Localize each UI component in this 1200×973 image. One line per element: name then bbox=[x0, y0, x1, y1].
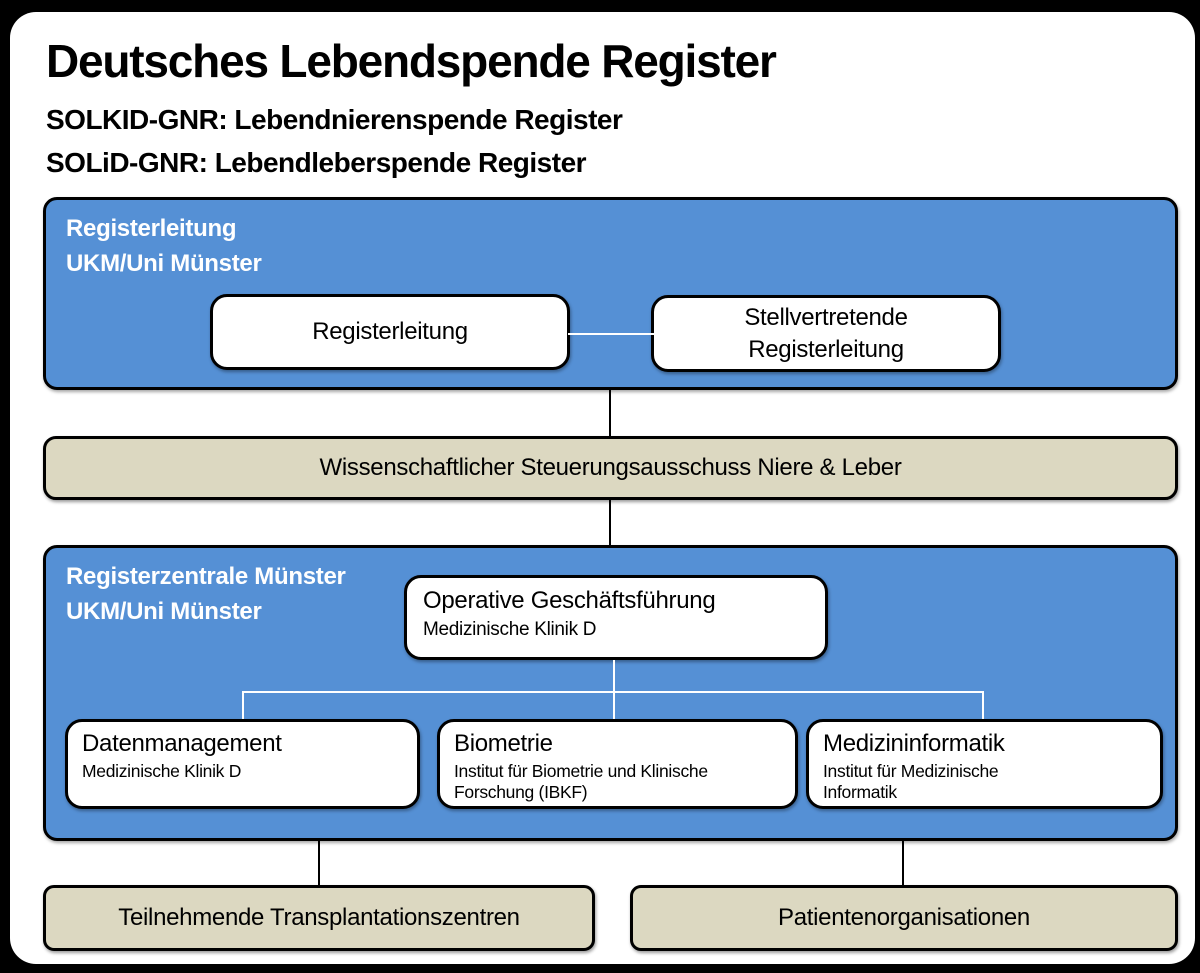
node-biometrie: Biometrie Institut für Biometrie und Kli… bbox=[437, 719, 798, 809]
node-subtitle: Medizinische Klinik D bbox=[423, 619, 597, 640]
steering-committee-bar: Wissenschaftlicher Steuerungsausschuss N… bbox=[43, 436, 1178, 500]
patient-organisations-bar: Patientenorganisationen bbox=[630, 885, 1178, 951]
connector-leadership-steering bbox=[609, 390, 611, 436]
register-center-section-label: Registerzentrale Münster UKM/Uni Münster bbox=[66, 563, 346, 625]
connector-management-stem bbox=[613, 660, 615, 691]
connector-center-transplantzentren bbox=[318, 841, 320, 886]
leadership-section-label: Registerleitung UKM/Uni Münster bbox=[66, 215, 262, 277]
connector-lead-deputy bbox=[568, 333, 654, 335]
node-operative-geschaeftsfuehrung: Operative Geschäftsführung Medizinische … bbox=[404, 575, 828, 660]
register-center-section: Registerzentrale Münster UKM/Uni Münster… bbox=[43, 545, 1178, 841]
node-registerleitung: Registerleitung bbox=[210, 294, 570, 370]
node-title: Biometrie bbox=[454, 730, 553, 757]
transplant-centers-bar: Teilnehmende Transplantationszentren bbox=[43, 885, 595, 951]
node-datenmanagement: Datenmanagement Medizinische Klinik D bbox=[65, 719, 420, 809]
leadership-section: Registerleitung UKM/Uni Münster Register… bbox=[43, 197, 1178, 390]
node-medizininformatik: Medizininformatik Institut für Medizinis… bbox=[806, 719, 1163, 809]
node-title: Operative Geschäftsführung bbox=[423, 587, 716, 614]
node-title: Datenmanagement bbox=[82, 730, 282, 757]
subtitle-solid: SOLiD-GNR: Lebendleberspende Register bbox=[46, 147, 587, 178]
subtitle-solkid: SOLKID-GNR: Lebendnierenspende Register bbox=[46, 104, 623, 135]
node-subtitle: Institut für Biometrie und Klinische For… bbox=[454, 761, 708, 802]
node-title: Medizininformatik bbox=[823, 730, 1005, 757]
connector-center-patientenorganisationen bbox=[902, 841, 904, 886]
node-subtitle: Institut für Medizinische Informatik bbox=[823, 761, 999, 802]
node-stellvertretende-registerleitung: Stellvertretende Registerleitung bbox=[651, 295, 1001, 372]
connector-drop-biometrie bbox=[613, 691, 615, 719]
connector-drop-datenmanagement bbox=[242, 691, 244, 719]
connector-drop-medizininformatik bbox=[982, 691, 984, 719]
page-title: Deutsches Lebendspende Register bbox=[46, 35, 777, 87]
page-background: Deutsches Lebendspende Register SOLKID-G… bbox=[10, 12, 1195, 964]
node-subtitle: Medizinische Klinik D bbox=[82, 761, 242, 781]
connector-steering-center bbox=[609, 500, 611, 545]
